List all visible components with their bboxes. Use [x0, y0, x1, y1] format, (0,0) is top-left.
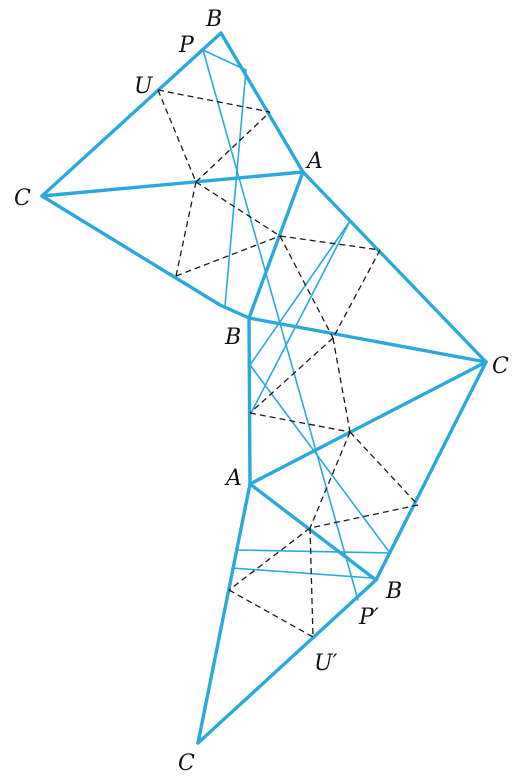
triangle-edge-1: [40, 31, 223, 198]
construction-line-4: [195, 181, 281, 237]
construction-line-1: [157, 89, 271, 113]
label-c-right: C: [492, 354, 509, 379]
triangle-edge-9: [247, 316, 252, 486]
label-c-bottom: C: [178, 751, 195, 776]
triangle-edge-7: [301, 170, 488, 364]
label-b-lower: B: [385, 579, 402, 604]
label-a-lower: A: [224, 466, 242, 491]
construction-line-17: [309, 527, 314, 638]
construction-line-7: [279, 235, 381, 251]
triangle-edge-10: [248, 360, 488, 486]
triangle-edge-8: [247, 316, 488, 364]
triangle-edge-4: [40, 194, 222, 307]
construction-lines: [157, 89, 419, 638]
triangle-edge-11: [374, 360, 488, 582]
path-line-7: [235, 549, 391, 554]
path-line-1: [202, 49, 359, 601]
triangle-edge-6: [247, 170, 305, 320]
construction-line-2: [157, 89, 197, 183]
label-a-upper: A: [305, 149, 323, 174]
construction-line-9: [332, 249, 381, 339]
triangle-edge-5: [218, 303, 251, 320]
path-line-5: [249, 364, 391, 554]
label-b-middle: B: [224, 325, 241, 350]
path-line-3: [224, 69, 247, 307]
construction-line-10: [332, 337, 351, 433]
path-line-8: [231, 567, 373, 579]
path-line-6: [249, 220, 351, 416]
construction-line-6: [175, 235, 281, 277]
construction-line-15: [309, 504, 419, 529]
path-line-2: [202, 49, 247, 71]
construction-line-16: [228, 527, 311, 591]
label-c-left: C: [14, 186, 31, 211]
construction-line-3: [195, 111, 271, 183]
triangle-edge-3: [40, 170, 305, 198]
triangle-edge-12: [248, 482, 378, 582]
label-b-top: B: [205, 7, 222, 32]
construction-line-13: [349, 431, 419, 506]
construction-line-5: [175, 181, 197, 277]
label-u-prime: U′: [314, 651, 338, 676]
triangle-edge-2: [219, 31, 305, 174]
path-line-4: [249, 220, 351, 366]
construction-line-12: [249, 412, 351, 433]
construction-line-14: [309, 431, 351, 529]
triangle-edges: [40, 31, 488, 745]
construction-line-11: [249, 337, 334, 414]
path-lines: [202, 49, 391, 601]
construction-line-8: [279, 235, 334, 339]
triangle-edge-14: [196, 578, 378, 745]
vertex-labels: B P U C A B C A B P′ U′ C: [14, 7, 509, 776]
label-p-top: P: [178, 33, 195, 58]
label-p-prime: P′: [358, 605, 379, 630]
construction-line-18: [228, 589, 314, 638]
label-u-top: U: [134, 74, 154, 99]
triangle-edge-13: [196, 482, 252, 745]
